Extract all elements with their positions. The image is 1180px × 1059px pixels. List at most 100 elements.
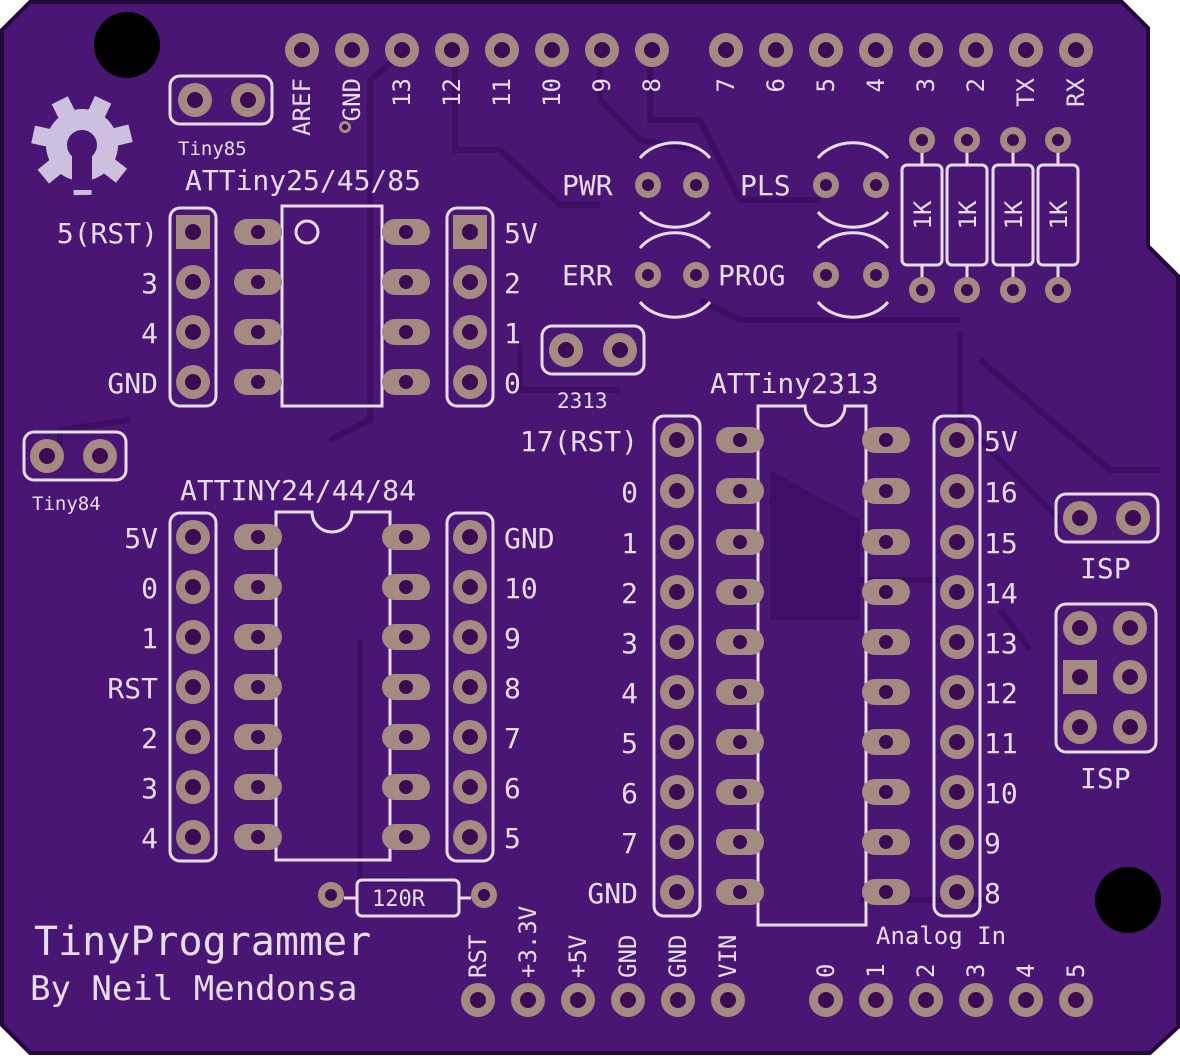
attiny2313-right-header-pad <box>940 725 974 759</box>
mounting-hole-icon <box>94 12 160 78</box>
attiny2313-left-pin-label: 6 <box>621 777 638 810</box>
led-pad <box>635 262 661 288</box>
attiny2313-ic-pad <box>862 879 910 905</box>
attiny84-ic-pad <box>234 524 282 550</box>
attiny85-left-header-pad <box>176 315 210 349</box>
isp-6pin-pad <box>1113 611 1147 645</box>
top-header-pad <box>535 33 569 67</box>
top-header-pin-label: 13 <box>388 78 416 107</box>
attiny2313-left-pin-label: 0 <box>621 476 638 509</box>
attiny2313-right-header-pad <box>940 625 974 659</box>
attiny84-right-header-outline <box>445 511 495 863</box>
attiny85-title: ATTiny25/45/85 <box>185 164 421 197</box>
attiny85-left-header-outline <box>168 206 218 408</box>
attiny84-ic-pad <box>234 674 282 700</box>
attiny84-ic-pad <box>382 724 430 750</box>
attiny2313-ic-pad <box>716 529 764 555</box>
power-pin-label: GND <box>614 935 642 978</box>
resistor-pad <box>1000 277 1026 303</box>
tiny84-jumper-label: Tiny84 <box>32 493 101 515</box>
analog-header-pad <box>909 983 943 1017</box>
isp-6pin-pad <box>1113 660 1147 694</box>
attiny85-ic-pad <box>382 219 430 245</box>
attiny84-left-pin-label: 4 <box>141 822 158 855</box>
resistor-pad <box>954 127 980 153</box>
attiny84-left-pin-label: 5V <box>124 522 158 555</box>
isp-2pin-pad <box>1116 501 1150 535</box>
led-pad <box>683 262 709 288</box>
attiny84-left-header-pad <box>176 720 210 754</box>
attiny84-left-header-pad <box>176 620 210 654</box>
board-title: TinyProgrammer <box>34 919 371 965</box>
attiny2313-ic-pad <box>716 729 764 755</box>
attiny84-ic-pad <box>234 624 282 650</box>
j2313-jumper-outline <box>540 324 646 376</box>
top-header-pad <box>1009 33 1043 67</box>
power-header-pad <box>661 983 695 1017</box>
attiny85-left-header-pad <box>176 215 210 249</box>
led-pad <box>813 172 839 198</box>
resistor-120-label: 120R <box>372 887 426 912</box>
attiny84-right-header-pad <box>453 820 487 854</box>
resistor-1k-label: 1K <box>1045 200 1073 229</box>
top-header-pin-label: GND <box>338 78 366 121</box>
attiny2313-left-header-pad <box>660 525 694 559</box>
top-header-pad <box>635 33 669 67</box>
resistor-pad <box>1000 127 1026 153</box>
top-header-pad <box>335 33 369 67</box>
attiny2313-right-pin-label: 10 <box>984 777 1018 810</box>
isp-2pin-pad <box>1063 501 1097 535</box>
attiny2313-left-pin-label: 3 <box>621 627 638 660</box>
silkscreen-labels: TinyProgrammer By Neil Mendonsa ATTiny25… <box>30 77 1131 1009</box>
attiny2313-right-header-pad <box>940 575 974 609</box>
attiny2313-left-header-pad <box>660 875 694 909</box>
attiny2313-right-header-pad <box>940 423 974 457</box>
attiny2313-left-header-pad <box>660 625 694 659</box>
attiny2313-right-pin-label: 14 <box>984 577 1018 610</box>
attiny84-left-pin-label: 2 <box>141 722 158 755</box>
attiny2313-right-pin-label: 15 <box>984 527 1018 560</box>
attiny85-pin1-dot <box>294 219 320 245</box>
attiny2313-ic-pad <box>862 427 910 453</box>
top-header-pin-label: 2 <box>962 78 990 92</box>
power-pin-label: +3.3V <box>514 906 542 978</box>
attiny2313-right-header-outline <box>932 414 982 918</box>
analog-header-pad <box>1009 983 1043 1017</box>
attiny85-left-pin-label: 5(RST) <box>57 217 158 250</box>
attiny2313-ic-pad <box>862 529 910 555</box>
attiny85-right-pin-label: 0 <box>504 367 521 400</box>
analog-pin-label: 3 <box>962 964 990 978</box>
attiny84-left-pin-label: 3 <box>141 772 158 805</box>
attiny2313-ic-pad <box>862 679 910 705</box>
attiny84-right-header-pad <box>453 620 487 654</box>
power-pin-label: VIN <box>714 935 742 978</box>
pads <box>30 33 1150 1017</box>
attiny84-ic-pad <box>234 824 282 850</box>
top-header-pad <box>959 33 993 67</box>
power-header-pad <box>561 983 595 1017</box>
resistor-pad <box>1045 127 1071 153</box>
led-pls-label: PLS <box>740 169 791 202</box>
attiny2313-right-pin-label: 13 <box>984 627 1018 660</box>
attiny84-right-header-pad <box>453 720 487 754</box>
attiny85-ic-pad <box>234 219 282 245</box>
top-header-pin-label: 5 <box>812 78 840 92</box>
attiny2313-left-header-pad <box>660 575 694 609</box>
analog-pin-label: 0 <box>812 964 840 978</box>
attiny85-ic-pad <box>234 369 282 395</box>
attiny2313-right-pin-label: 11 <box>984 727 1018 760</box>
power-header-pad <box>461 983 495 1017</box>
j2313-jumper-pad <box>603 333 637 367</box>
attiny84-ic-pad <box>234 574 282 600</box>
copper-pour <box>770 470 860 620</box>
led-outlines <box>638 141 890 319</box>
attiny84-left-header-pad <box>176 820 210 854</box>
top-header-pad <box>909 33 943 67</box>
led-err-label: ERR <box>562 259 613 292</box>
power-pin-label: RST <box>464 935 492 978</box>
top-header-pad <box>435 33 469 67</box>
attiny2313-right-pin-label: 5V <box>984 425 1018 458</box>
attiny85-right-header-pad <box>453 215 487 249</box>
attiny2313-left-pin-label: 5 <box>621 727 638 760</box>
power-pin-label: GND <box>664 935 692 978</box>
